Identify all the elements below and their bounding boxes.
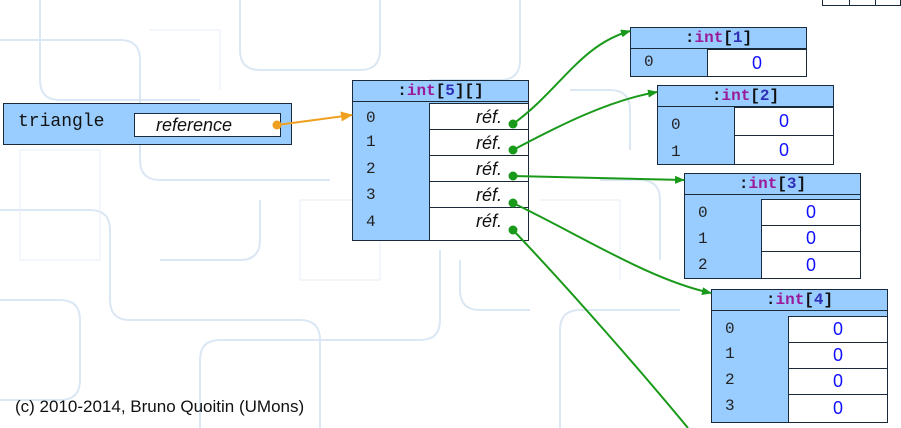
inner-3-index-0: 0 <box>698 204 708 222</box>
outer-index-1: 1 <box>366 133 376 151</box>
inner-1-index-0: 0 <box>644 53 654 71</box>
inner-3-cell-1: 0 <box>761 225 861 252</box>
inner-4-cell-3: 0 <box>788 394 888 423</box>
inner-array-1-box: :int[1] 0 0 <box>630 27 807 77</box>
outer-cell-1: réf. <box>429 129 529 156</box>
inner-array-1-header: :int[1] <box>631 28 806 49</box>
inner-4-index-2: 2 <box>725 371 735 389</box>
outer-cell-0: réf. <box>429 103 529 130</box>
inner-4-cell-2: 0 <box>788 368 888 395</box>
outer-index-2: 2 <box>366 160 376 178</box>
inner-3-index-2: 2 <box>698 256 708 274</box>
variable-name: triangle <box>18 112 105 132</box>
variable-value-field: reference <box>134 113 281 137</box>
outer-array-box: :int[5][] 0 1 2 3 4 réf. réf. réf. réf. … <box>352 80 529 241</box>
outer-cell-4: réf. <box>429 207 529 241</box>
outer-index-0: 0 <box>366 109 376 127</box>
outer-index-4: 4 <box>366 213 376 231</box>
outer-array-header: :int[5][] <box>353 81 528 102</box>
variable-box: triangle reference <box>3 103 292 145</box>
inner-4-cell-0: 0 <box>788 316 888 343</box>
outer-cell-3: réf. <box>429 181 529 208</box>
inner-array-3-box: :int[3] 0 1 2 0 0 0 <box>684 173 861 279</box>
partial-box-top-right <box>822 0 901 6</box>
inner-4-index-1: 1 <box>725 345 735 363</box>
inner-2-index-0: 0 <box>671 116 681 134</box>
copyright-text: (c) 2010-2014, Bruno Quoitin (UMons) <box>15 397 305 416</box>
outer-cell-2: réf. <box>429 155 529 182</box>
inner-array-4-box: :int[4] 0 1 2 3 0 0 0 0 <box>711 289 888 423</box>
inner-2-cell-0: 0 <box>734 107 834 136</box>
inner-array-3-header: :int[3] <box>685 174 860 195</box>
inner-4-index-0: 0 <box>725 320 735 338</box>
inner-3-cell-2: 0 <box>761 251 861 279</box>
inner-1-cell-0: 0 <box>707 49 807 77</box>
inner-4-cell-1: 0 <box>788 342 888 369</box>
inner-3-cell-0: 0 <box>761 199 861 226</box>
inner-array-2-header: :int[2] <box>658 86 833 107</box>
inner-array-2-box: :int[2] 0 1 0 0 <box>657 85 834 165</box>
inner-2-index-1: 1 <box>671 143 681 161</box>
inner-array-4-header: :int[4] <box>712 290 887 311</box>
inner-2-cell-1: 0 <box>734 135 834 165</box>
outer-index-3: 3 <box>366 186 376 204</box>
inner-4-index-3: 3 <box>725 397 735 415</box>
inner-3-index-1: 1 <box>698 230 708 248</box>
